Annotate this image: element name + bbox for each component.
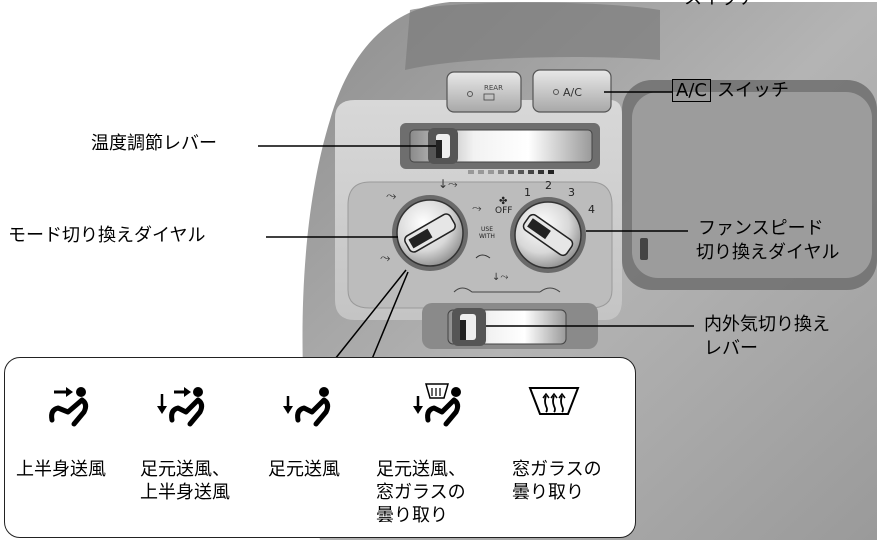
use-with-label-1: USE xyxy=(481,226,493,233)
switch-partial-label: スイッチ xyxy=(684,0,756,10)
mode-caption-line: 上半身送風 xyxy=(16,459,106,480)
svg-text:⤳: ⤳ xyxy=(386,189,397,204)
mode-dial-label: モード切り換えダイヤル xyxy=(8,225,206,246)
fan-off-label: OFF xyxy=(495,206,512,216)
mode-legend-box xyxy=(4,357,636,538)
mode-caption-line: 窓ガラスの xyxy=(512,459,602,480)
fan-speed-1: 1 xyxy=(524,186,531,199)
svg-text:⤳: ⤳ xyxy=(472,201,482,215)
temperature-lever-label: 温度調節レバー xyxy=(91,133,217,154)
svg-text:↓⤳: ↓⤳ xyxy=(438,177,458,191)
fan-dial-label-2: 切り換えダイヤル xyxy=(696,242,840,263)
svg-text:↓⤳: ↓⤳ xyxy=(492,272,508,283)
recirc-lever-label-1: 内外気切り換え xyxy=(704,314,830,335)
dashboard-hood xyxy=(405,2,660,70)
fan-speed-4: 4 xyxy=(588,203,595,216)
svg-text:✤: ✤ xyxy=(499,196,507,207)
mode-caption-line: 曇り取り xyxy=(512,482,584,503)
temperature-scale xyxy=(468,170,554,174)
rear-button-label: REAR xyxy=(484,84,503,92)
ac-key-box: A/C xyxy=(672,79,711,102)
fan-speed-3: 3 xyxy=(568,186,575,199)
mode-caption-1: 上半身送風 xyxy=(16,458,106,481)
mode-caption-2: 足元送風、 上半身送風 xyxy=(140,458,230,504)
recirc-lever-label-2: レバー xyxy=(704,338,758,359)
mode-caption-5: 窓ガラスの 曇り取り xyxy=(512,458,602,504)
side-slot xyxy=(640,238,648,260)
svg-text:⤳: ⤳ xyxy=(380,251,391,266)
fan-speed-2: 2 xyxy=(545,179,552,192)
ac-button-label: A/C xyxy=(563,86,582,99)
ac-button[interactable] xyxy=(532,69,612,113)
use-with-label-2: WITH xyxy=(479,233,495,240)
mode-caption-4: 足元送風、 窓ガラスの 曇り取り xyxy=(376,458,466,527)
fan-dial-label-1: ファンスピード xyxy=(698,218,824,239)
rear-defogger-button[interactable] xyxy=(446,71,522,113)
mode-caption-line: 足元送風 xyxy=(268,459,340,480)
mode-caption-line: 窓ガラスの xyxy=(376,482,466,503)
mode-caption-line: 曇り取り xyxy=(376,505,448,526)
mode-caption-3: 足元送風 xyxy=(268,458,340,481)
ac-switch-text: スイッチ xyxy=(716,80,789,101)
mode-caption-line: 上半身送風 xyxy=(140,482,230,503)
mode-caption-line: 足元送風、 xyxy=(376,459,466,480)
mode-caption-line: 足元送風、 xyxy=(140,459,230,480)
callout xyxy=(334,269,409,360)
